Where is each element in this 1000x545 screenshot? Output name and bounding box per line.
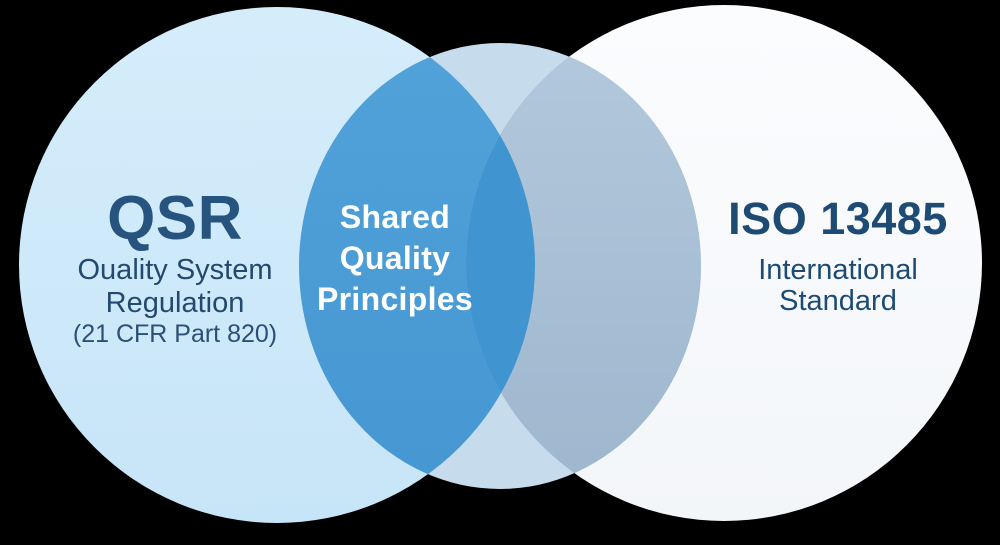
left-circle-title: QSR	[107, 184, 243, 253]
right-circle-subtitle: International Standard	[688, 255, 988, 317]
right-circle-title: ISO 13485	[728, 193, 948, 244]
left-circle-subtitle-line2: Regulation	[105, 287, 245, 319]
left-circle-note: (21 CFR Part 820)	[72, 320, 278, 348]
right-circle-subtitle-line2: Standard	[779, 285, 897, 317]
overlap-center-region	[466, 43, 535, 489]
shared-region-label-line2: Quality	[339, 240, 451, 276]
shared-region-label-line3: Principles	[317, 281, 473, 317]
left-circle-subtitle: Ouality System Regulation	[25, 254, 325, 320]
shared-region-label: Shared Quality Principles	[245, 197, 545, 320]
left-circle-subtitle-line1: Ouality System	[77, 254, 273, 286]
right-circle-subtitle-line1: International	[758, 254, 918, 286]
shared-region-label-line1: Shared	[339, 199, 451, 235]
